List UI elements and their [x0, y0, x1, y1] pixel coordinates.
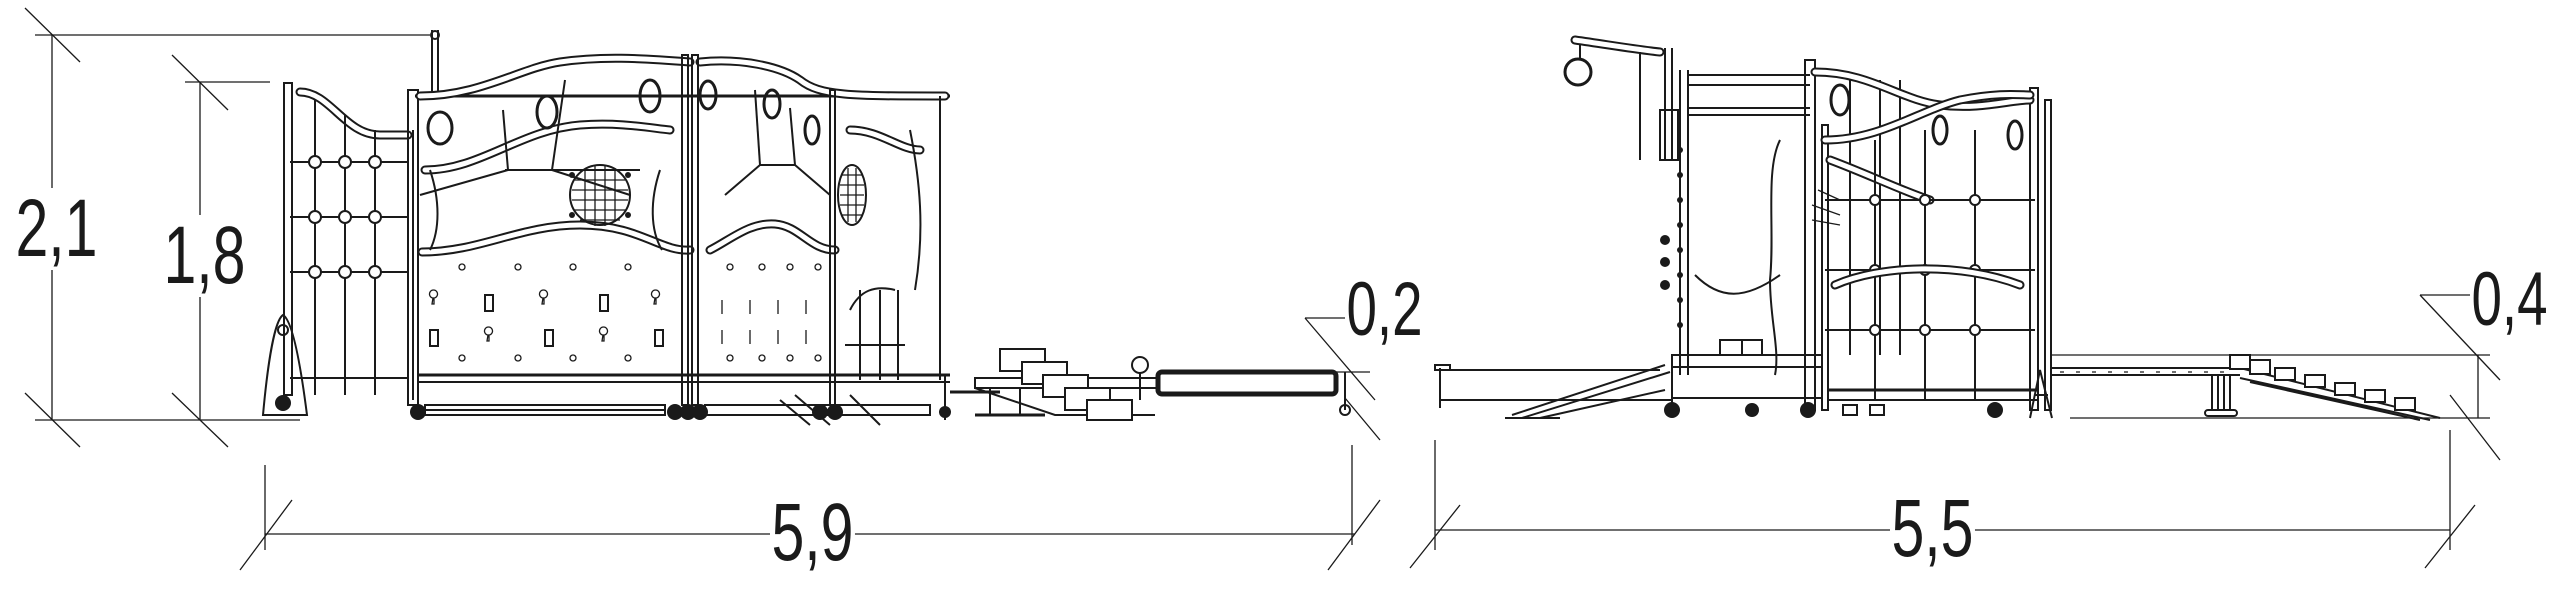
casters [410, 404, 951, 420]
dimension-label-5-9: 5,9 [770, 487, 855, 578]
climbing-net-panel [261, 82, 414, 416]
dimension-label-0-2: 0,2 [1345, 267, 1424, 352]
dimension-label-2-1: 2,1 [14, 183, 99, 274]
side-elevation-structure [1434, 35, 2441, 421]
steps-and-roller [950, 348, 1351, 421]
side-bolts [1660, 147, 1683, 328]
dimension-label-0-4: 0,4 [2470, 257, 2549, 342]
climbing-net-grid [1811, 130, 2035, 400]
casters-right [1664, 402, 2003, 418]
dimension-0-2 [1304, 317, 1381, 545]
dimension-label-5-5: 5,5 [1890, 483, 1975, 574]
front-elevation-structure [261, 30, 1351, 426]
rope-net-round-2 [837, 164, 867, 226]
rope-net-round-1 [569, 164, 631, 226]
ring-arm [1563, 35, 1679, 161]
bed-frame-main [407, 53, 951, 426]
peg-board-holes [428, 263, 822, 362]
dimension-label-1-8: 1,8 [162, 210, 247, 301]
